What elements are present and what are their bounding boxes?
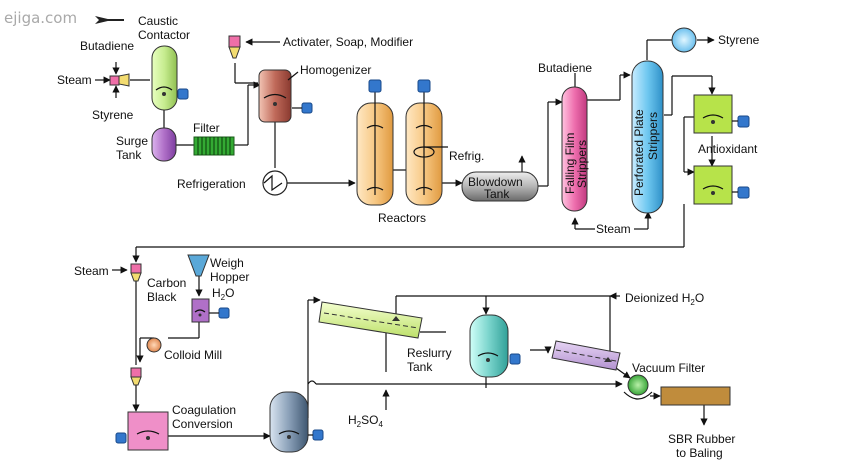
deionized-end: O — [695, 291, 704, 305]
weigh-hopper-label-2: Hopper — [210, 270, 249, 284]
blowdown-label-2: Tank — [484, 187, 510, 201]
refrigeration-exchanger — [262, 170, 288, 196]
colloid-mill — [146, 337, 162, 353]
falling-film-strippers — [561, 86, 588, 212]
reslurry-label-2: Tank — [407, 360, 433, 374]
h2o-end: O — [225, 286, 234, 300]
coagulation-tank — [115, 411, 169, 451]
reactor-1 — [356, 79, 394, 206]
reslurry-label-1: Reslurry — [407, 346, 452, 360]
steam-bottom-label: Steam — [74, 264, 109, 278]
carbon-ejector — [130, 367, 142, 386]
motor-icon — [301, 102, 313, 114]
weigh-hopper — [187, 254, 210, 277]
perforated-plate-label-2: Strippers — [646, 112, 660, 160]
homogenizer-label: Homogenizer — [300, 63, 371, 77]
styrene-out-label: Styrene — [718, 33, 760, 47]
screen-conveyor-2 — [551, 340, 621, 371]
homogenizer-vessel — [258, 69, 313, 123]
coagulation-label-2: Conversion — [172, 417, 233, 431]
deionized-main: Deionized H — [625, 291, 690, 305]
h2so4-sub2: 4 — [378, 420, 383, 429]
refrig-label: Refrig. — [449, 149, 484, 163]
sbr-label-1: SBR Rubber — [668, 432, 735, 446]
filter-label: Filter — [193, 121, 220, 135]
perforated-plate-label-1: Perforated Plate — [632, 109, 646, 196]
motor-icon — [737, 186, 750, 199]
additive-feeder — [228, 35, 241, 59]
motor-icon — [368, 79, 382, 93]
styrene-feed-label: Styrene — [92, 108, 134, 122]
deionized-label: Deionized H2O — [625, 291, 704, 307]
steam-feed-label: Steam — [57, 73, 92, 87]
coagulation-label-1: Coagulation — [172, 403, 236, 417]
weigh-hopper-label-1: Weigh — [210, 256, 244, 270]
h2so4-sub1: 2 — [357, 420, 362, 429]
vacuum-filter-label: Vacuum Filter — [632, 361, 705, 375]
vacuum-filter — [623, 374, 653, 400]
motor-icon — [312, 429, 324, 441]
carbon-black-label-1: Carbon — [147, 276, 186, 290]
carbon-black-label-2: Black — [147, 290, 177, 304]
deionized-sub: 2 — [690, 298, 695, 307]
steam-ejector-bottom — [130, 263, 142, 282]
caustic-contactor-label-2: Contactor — [138, 28, 190, 42]
motor-icon — [218, 307, 230, 319]
reslurry-tank — [469, 314, 521, 378]
watermark-text: ejiga.com — [4, 9, 77, 27]
motor-icon — [509, 353, 521, 365]
motor-icon — [177, 88, 189, 100]
refrigeration-label: Refrigeration — [177, 177, 246, 191]
baling-conveyor — [660, 386, 731, 406]
blowdown-label-1: Blowdown — [468, 175, 523, 189]
falling-film-label-1: Falling Film — [563, 133, 577, 194]
holding-drum — [269, 391, 324, 453]
motor-icon — [115, 432, 127, 444]
perforated-plate-strippers — [631, 60, 664, 214]
filter-unit — [193, 136, 235, 156]
blend-tank-2 — [693, 165, 750, 205]
h2o-sub: 2 — [221, 293, 226, 302]
bottom-section-piping — [112, 204, 708, 440]
motor-icon — [737, 115, 750, 128]
h2o-main: H — [212, 286, 221, 300]
blowdown-tank — [461, 171, 539, 202]
caustic-contactor-label-1: Caustic — [138, 14, 178, 28]
surge-tank-label-2: Tank — [116, 148, 142, 162]
antioxidant-label: Antioxidant — [698, 142, 758, 156]
styrene-condenser — [671, 27, 697, 53]
surge-tank-label-1: Surge — [116, 134, 148, 148]
screen-conveyor-1 — [318, 301, 423, 339]
top-row-piping — [95, 36, 716, 230]
sbr-label-2: to Baling — [676, 446, 723, 460]
steam-ejector-top — [109, 73, 130, 87]
reactors-label: Reactors — [378, 211, 426, 225]
blend-tank-1 — [693, 94, 750, 134]
additives-label: Activater, Soap, Modifier — [283, 35, 413, 49]
h2so4-main: H — [348, 413, 357, 427]
butadiene-out-label: Butadiene — [538, 61, 592, 75]
reactor-2 — [405, 79, 448, 206]
falling-film-label-2: Strippers — [575, 140, 589, 188]
h2so4-mid: SO — [361, 413, 378, 427]
caustic-contactor — [151, 45, 189, 111]
h2so4-label: H2SO4 — [348, 413, 383, 429]
colloid-mill-label: Colloid Mill — [164, 348, 222, 362]
surge-tank — [151, 127, 177, 162]
h2o-label: H2O — [212, 286, 234, 302]
motor-icon — [417, 79, 431, 93]
slurry-mix-tank — [191, 298, 230, 323]
steam-strippers-label: Steam — [596, 222, 631, 236]
butadiene-feed-label: Butadiene — [80, 39, 134, 53]
